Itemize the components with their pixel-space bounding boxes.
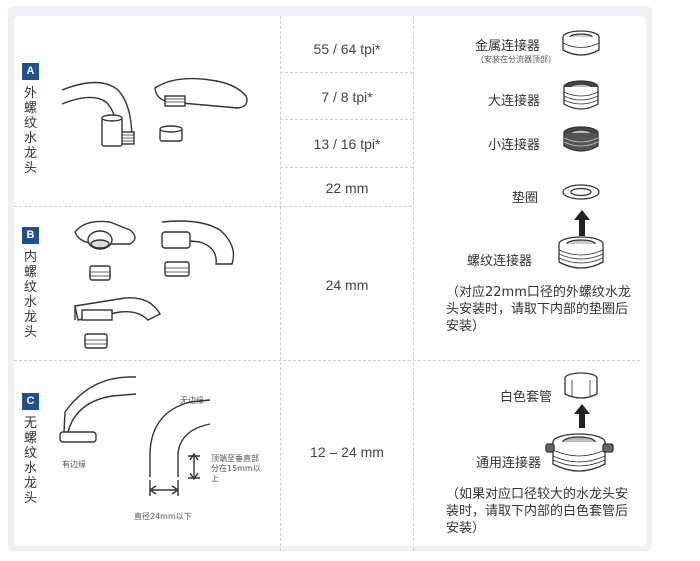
vertical-note: 顶端至垂直部分在15mm以上 — [211, 454, 261, 483]
row-divider — [280, 119, 413, 120]
large-connector-icon — [563, 80, 599, 110]
metal-connector-note: （安装在分流器顶部） — [476, 55, 556, 64]
row-divider — [280, 167, 413, 168]
column-divider-2 — [413, 16, 414, 551]
section-c-title: 无螺纹水龙头 — [23, 416, 37, 506]
up-arrow-icon — [574, 210, 590, 236]
threadless-faucet-illustration — [59, 376, 211, 496]
male-thread-faucet-illustration — [61, 77, 248, 147]
thread-connector-label: 螺纹连接器 — [467, 254, 533, 269]
diameter-note: 直径24mm以下 — [134, 512, 192, 521]
metal-connector-icon — [562, 30, 600, 56]
card-frame — [8, 6, 652, 551]
up-arrow-icon — [574, 404, 590, 428]
section-b-title: 内螺纹水龙头 — [23, 250, 37, 340]
note-large-faucet: （如果对应口径较大的水龙头安装时，请取下内部的白色套管后安装） — [446, 487, 629, 536]
washer-label: 垫圈 — [512, 191, 539, 206]
universal-connector-label: 通用连接器 — [476, 456, 542, 471]
white-sleeve-icon — [564, 372, 598, 399]
small-connector-label: 小连接器 — [488, 138, 541, 153]
size-12-24mm: 12 – 24 mm — [310, 444, 384, 460]
size-55-64-tpi: 55 / 64 tpi* — [313, 41, 381, 57]
white-sleeve-label: 白色套管 — [500, 390, 553, 405]
column-divider-1 — [280, 16, 281, 551]
size-13-16-tpi: 13 / 16 tpi* — [313, 136, 381, 152]
section-divider — [14, 360, 640, 361]
small-connector-icon — [563, 126, 599, 152]
universal-connector-icon — [545, 433, 614, 472]
no-edge-label: 无边缘 — [180, 396, 204, 405]
female-thread-faucet-illustration — [74, 220, 235, 349]
size-24mm: 24 mm — [325, 277, 369, 293]
section-b-badge: B — [22, 227, 39, 244]
row-divider — [280, 72, 413, 73]
metal-connector-label: 金属连接器 — [475, 39, 541, 54]
with-edge-label: 有边缘 — [62, 460, 86, 469]
washer-icon — [562, 184, 600, 200]
large-connector-label: 大连接器 — [488, 94, 541, 109]
card-inner — [14, 16, 646, 546]
section-a-badge: A — [22, 63, 39, 80]
section-divider — [14, 206, 412, 207]
section-a-title: 外螺纹水龙头 — [23, 86, 37, 176]
note-22mm: （对应22mm口径的外螺纹水龙头安装时，请取下内部的垫圈后安装） — [446, 285, 631, 334]
section-c-badge: C — [22, 393, 39, 410]
size-22mm: 22 mm — [325, 180, 369, 196]
thread-connector-icon — [558, 236, 604, 269]
size-7-8-tpi: 7 / 8 tpi* — [321, 89, 373, 105]
